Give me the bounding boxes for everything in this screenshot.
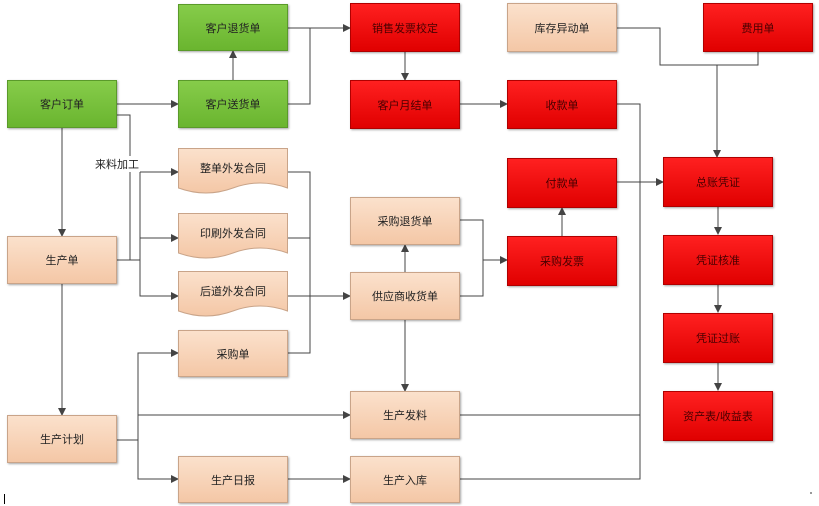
connector-expense-to-voucher (717, 52, 759, 66)
customer-delivery-label: 客户送货单 (205, 98, 261, 111)
connector-plan-to-daily (137, 440, 179, 483)
inventory-change-label: 库存异动单 (534, 21, 590, 35)
purchase-order-label: 采购单 (216, 347, 250, 361)
purchase-order-node[interactable]: 采购单 (178, 330, 288, 377)
connector-order-material-processing (117, 114, 131, 260)
voucher-review-label: 凭证核准 (696, 254, 740, 267)
outsource-print-node[interactable]: 印刷外发合同 (178, 213, 288, 261)
general-voucher-node[interactable]: 总账凭证 (663, 157, 773, 207)
receipt-label: 收款单 (545, 98, 579, 112)
outsource-whole-label: 整单外发合同 (200, 162, 266, 175)
connector-inventory-to-voucher (617, 27, 721, 158)
connector-receipt-to-voucher (617, 103, 641, 182)
connector-production-branch (117, 168, 179, 261)
voucher-posting-node[interactable]: 凭证过账 (663, 313, 773, 363)
production-issue-node[interactable]: 生产发料 (350, 391, 460, 439)
purchase-invoice-label: 采购发票 (540, 255, 584, 268)
customer-statement-node[interactable]: 客户月结单 (350, 80, 460, 129)
supplier-receipt-node[interactable]: 供应商收货单 (350, 272, 460, 320)
connector-po-to-supplier (288, 296, 311, 354)
production-order-node[interactable]: 生产单 (7, 236, 117, 284)
connector-whole-to-supplier (288, 171, 311, 296)
customer-statement-label: 客户月结单 (377, 98, 433, 112)
financial-reports-node[interactable]: 资产表/收益表 (663, 391, 773, 441)
outsource-post-node[interactable]: 后道外发合同 (178, 271, 288, 319)
connector-delivery-to-invoice (288, 28, 311, 105)
customer-delivery-node[interactable]: 客户送货单 (178, 80, 288, 128)
customer-order-node[interactable]: 客户订单 (7, 80, 117, 128)
sales-invoice-node[interactable]: 销售发票校定 (350, 3, 460, 52)
outsource-print-label: 印刷外发合同 (200, 227, 266, 240)
supplier-receipt-label: 供应商收货单 (372, 290, 438, 303)
text-cursor (4, 494, 5, 504)
corner-mark (810, 492, 812, 494)
document-shape (178, 213, 288, 259)
payment-node[interactable]: 付款单 (507, 158, 617, 208)
purchase-return-label: 采购退货单 (377, 215, 433, 228)
general-voucher-label: 总账凭证 (696, 176, 740, 189)
connector-issue-to-voucher (460, 182, 641, 416)
document-shape (178, 148, 288, 194)
financial-reports-label: 资产表/收益表 (683, 410, 753, 423)
production-plan-node[interactable]: 生产计划 (7, 415, 117, 463)
production-issue-label: 生产发料 (383, 409, 427, 422)
production-daily-label: 生产日报 (211, 473, 255, 487)
receipt-node[interactable]: 收款单 (507, 80, 617, 129)
voucher-posting-label: 凭证过账 (696, 332, 740, 345)
connector-to-post-contract (139, 260, 179, 300)
connector-stockin-to-voucher (460, 415, 641, 480)
material-processing-label: 来料加工 (94, 156, 140, 172)
expense-label: 费用单 (741, 21, 775, 35)
outsource-whole-node[interactable]: 整单外发合同 (178, 148, 288, 196)
connector-plan-branch (117, 349, 179, 441)
inventory-change-node[interactable]: 库存异动单 (507, 3, 617, 52)
customer-return-label: 客户退货单 (205, 21, 261, 35)
production-stockin-node[interactable]: 生产入库 (350, 456, 460, 503)
purchase-return-node[interactable]: 采购退货单 (350, 197, 460, 245)
connector-supplier-to-purchase-invoice (460, 260, 484, 297)
payment-label: 付款单 (545, 177, 579, 190)
purchase-invoice-node[interactable]: 采购发票 (507, 236, 617, 286)
production-order-label: 生产单 (45, 254, 79, 267)
production-stockin-label: 生产入库 (383, 473, 427, 487)
production-daily-node[interactable]: 生产日报 (178, 456, 288, 503)
customer-order-label: 客户订单 (40, 98, 84, 111)
connector-return-to-purchase-invoice (460, 219, 508, 264)
outsource-post-label: 后道外发合同 (200, 285, 266, 298)
sales-invoice-label: 销售发票校定 (372, 21, 438, 35)
production-plan-label: 生产计划 (40, 433, 84, 446)
document-shape (178, 271, 288, 317)
voucher-review-node[interactable]: 凭证核准 (663, 235, 773, 285)
expense-node[interactable]: 费用单 (703, 3, 813, 52)
customer-return-node[interactable]: 客户退货单 (178, 4, 288, 51)
